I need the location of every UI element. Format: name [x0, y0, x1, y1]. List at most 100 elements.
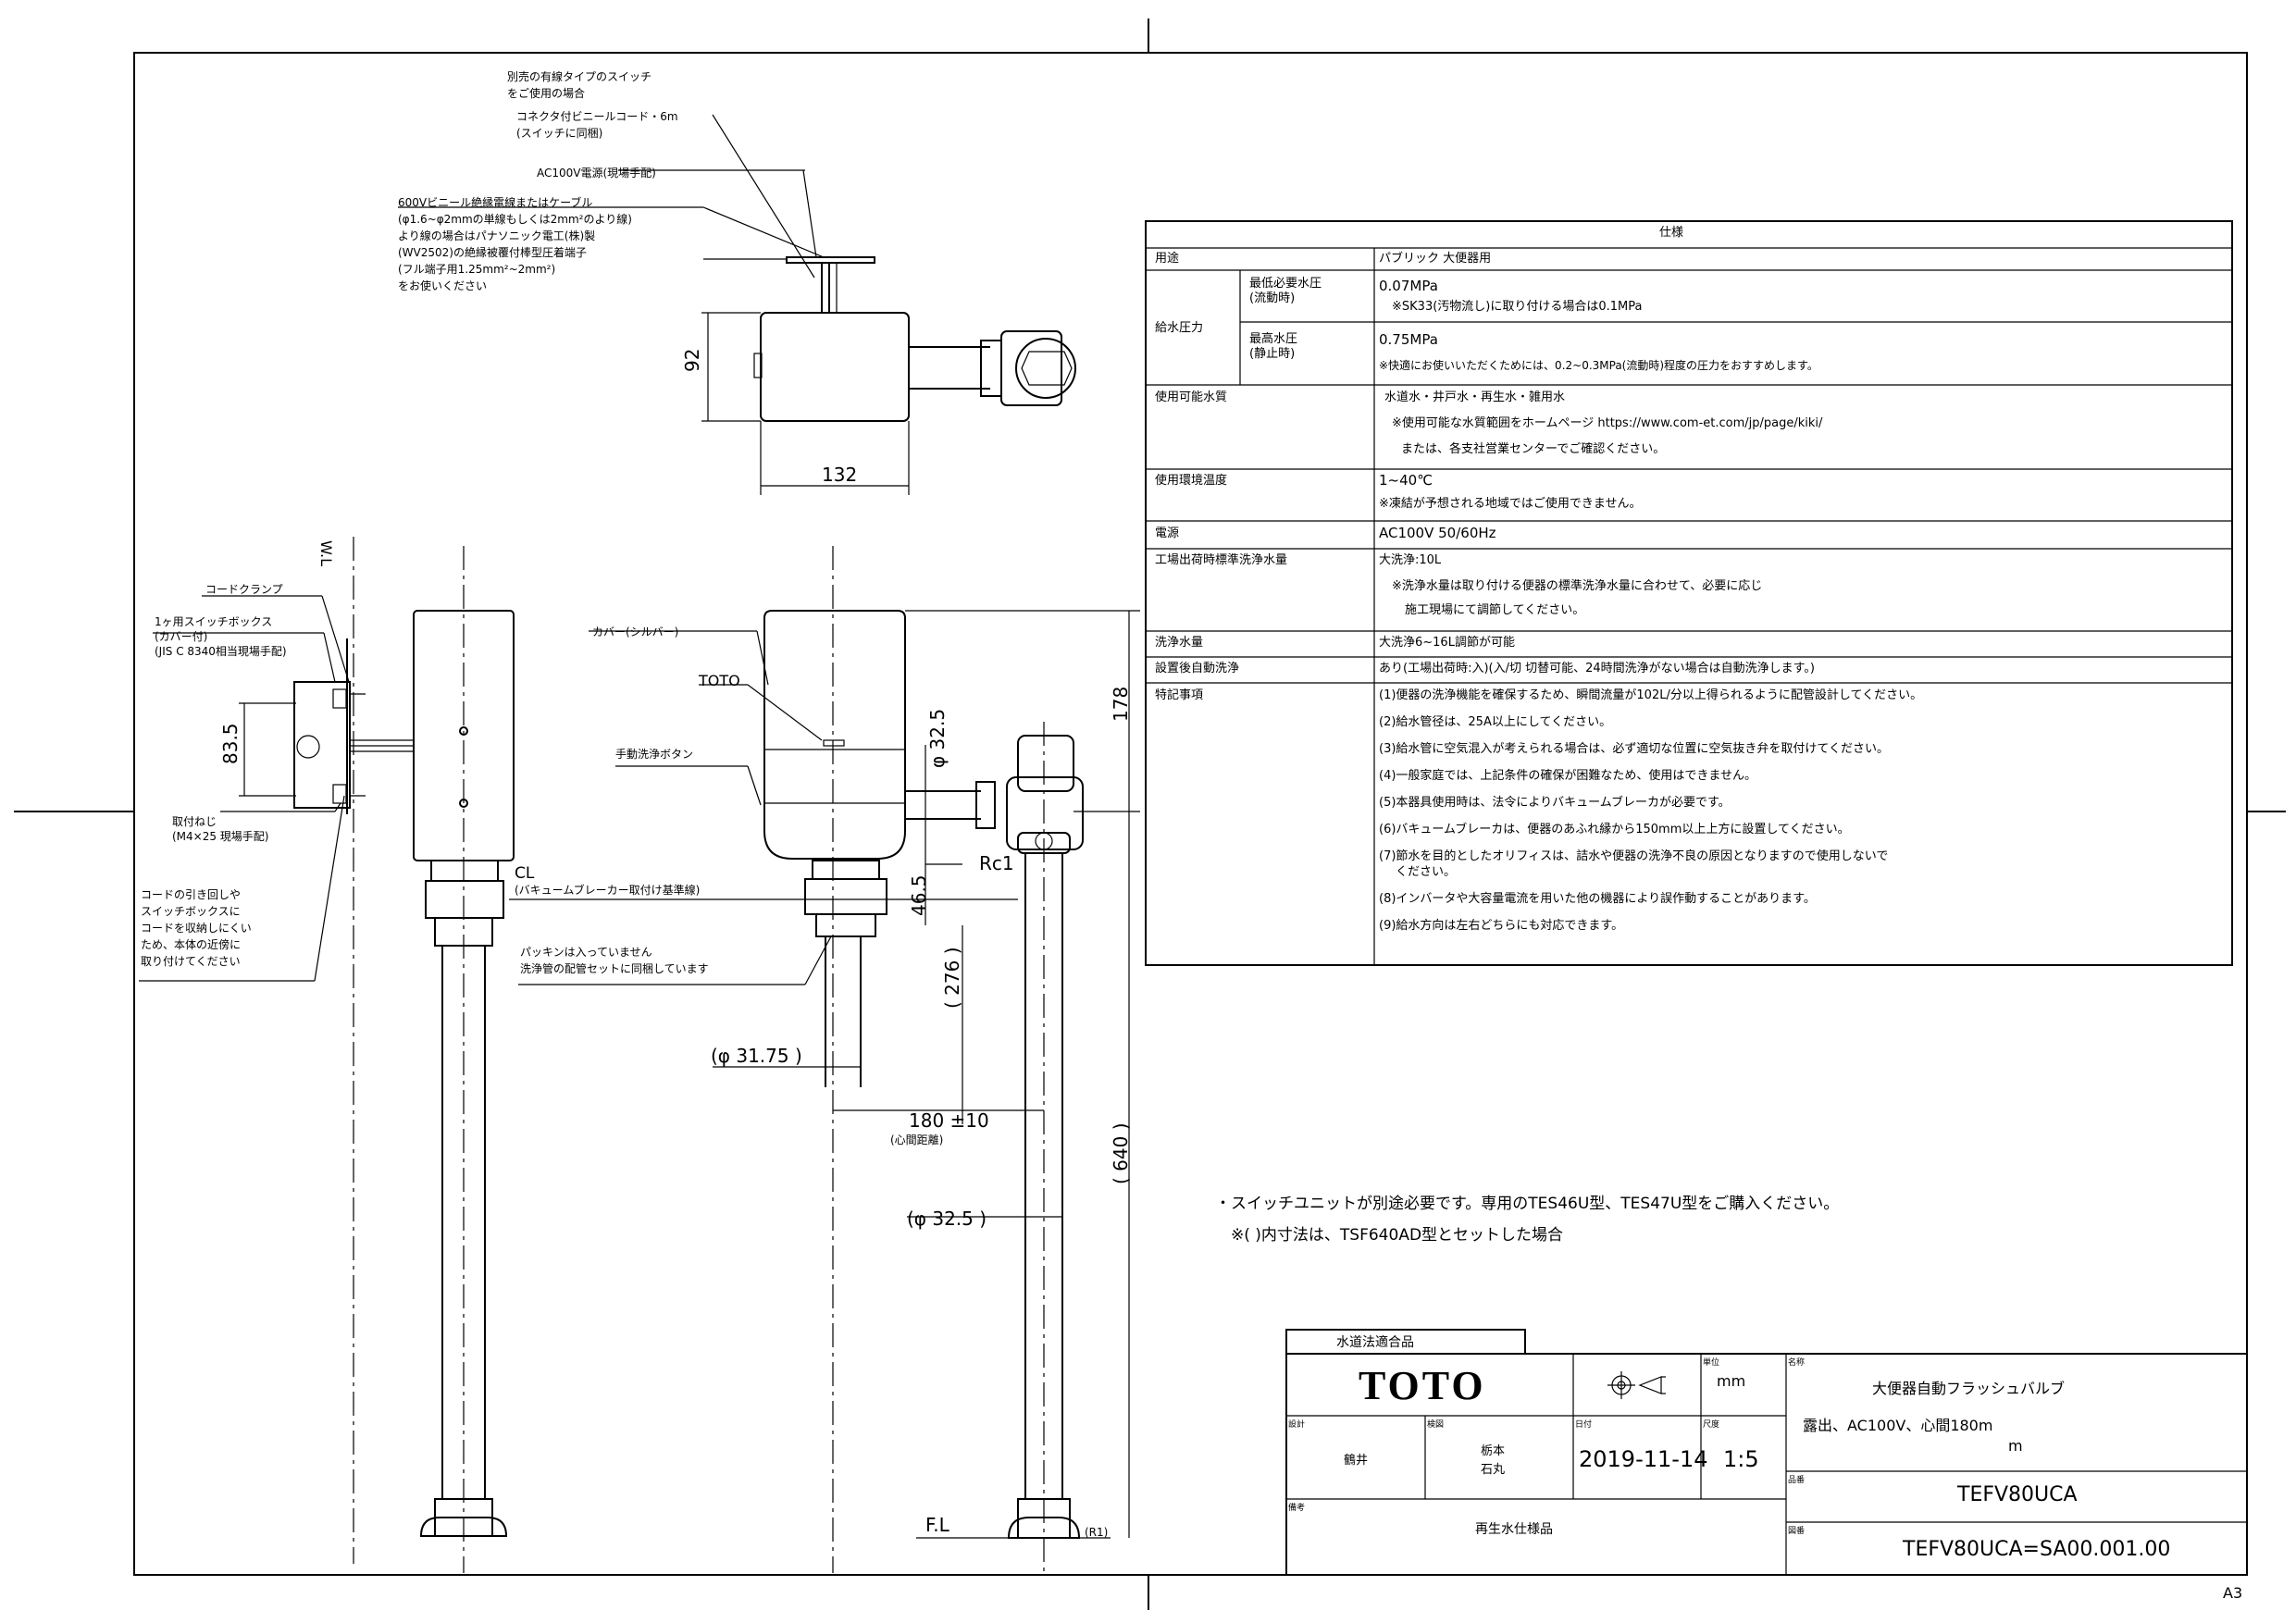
side-view: 92 132 — [398, 114, 1076, 495]
spec-label-usage: 用途 — [1155, 252, 1180, 266]
spec-note-8: (8)インバータや大容量電流を用いた他の機器により誤作動することがあります。 — [1379, 892, 1816, 906]
cable-note-line3: より線の場合はパナソニック電工(株)製 — [398, 229, 596, 242]
side-view-power-note: AC100V電源(現場手配) — [537, 167, 656, 180]
dim-178: 178 — [1110, 687, 1132, 722]
cable-note-line6: をお使いください — [398, 279, 488, 292]
label-fl: F.L — [925, 1514, 950, 1536]
spec-label-notes: 特記事項 — [1155, 688, 1204, 702]
unit-value: mm — [1717, 1372, 1746, 1390]
dim-640: ( 640 ) — [1110, 1123, 1132, 1185]
left-cord-note-line5: 取り付けてください — [141, 955, 241, 968]
sheet-size: A3 — [2223, 1584, 2243, 1602]
unit-label: 単位 — [1703, 1358, 1720, 1368]
packing-line1: パッキンは入っていません — [520, 946, 652, 959]
spec-label-volume: 洗浄水量 — [1155, 636, 1204, 650]
side-view-switch-note: 別売の有線タイプのスイッチ をご使用の場合 — [507, 68, 652, 102]
spec-value-volume: 大洗浄6~16L調節が可能 — [1379, 636, 1515, 650]
screw-line1: 取付ねじ — [172, 815, 217, 828]
dim-465: 46.5 — [908, 874, 930, 916]
spec-value-water-1: 水道水・井戸水・再生水・雑用水 — [1384, 390, 1566, 404]
spec-value-water-3: または、各支社営業センターでご確認ください。 — [1401, 442, 1666, 456]
spec-note-3: (3)給水管に空気混入が考えられる場合は、必ず適切な位置に空気抜き弁を取付けてく… — [1379, 742, 1890, 756]
date-label: 日付 — [1575, 1420, 1593, 1430]
spec-value-min-pressure-note: ※SK33(汚物流し)に取り付ける場合は0.1MPa — [1392, 300, 1643, 314]
spec-value-factory-3: 施工現場にて調節してください。 — [1405, 603, 1585, 617]
dim-3175: (φ 31.75 ) — [711, 1045, 802, 1067]
switch-box-line3: (JIS C 8340相当現場手配) — [155, 645, 287, 658]
toto-logo: TOTO — [1359, 1363, 1486, 1408]
cable-note-line2: (φ1.6~φ2mmの単線もしくは2mm²のより線) — [398, 213, 632, 226]
spec-note-2: (2)給水管径は、25A以上にしてください。 — [1379, 715, 1612, 729]
dim-276: ( 276 ) — [941, 948, 963, 1010]
note-parentheses: ※( )内寸法は、TSF640AD型とセットした場合 — [1231, 1226, 1564, 1245]
dim-180-note: (心間距離) — [890, 1134, 943, 1146]
checker-name-1: 栃本 — [1481, 1444, 1506, 1458]
spec-note-7b: ください。 — [1396, 865, 1457, 879]
dim-180: 180 ±10 — [909, 1109, 989, 1132]
cable-note-line1: 600Vビニール絶縁電線またはケーブル — [398, 196, 593, 209]
vacuum-center-label: CL (バキュームブレーカー取付け基準線) — [515, 865, 700, 898]
left-cord-note-line2: スイッチボックスに — [141, 905, 241, 918]
front-view: 178 φ 32.5 46.5 ( 276 ) ( 640 ) (φ 31.75… — [509, 546, 1140, 1573]
brand-mark-label: TOTO — [699, 672, 740, 689]
left-cord-note-line4: ため、本体の近傍に — [141, 938, 242, 951]
designer-label: 設計 — [1288, 1420, 1306, 1430]
spec-value-factory-1: 大洗浄:10L — [1379, 553, 1442, 567]
spec-value-factory-2: ※洗浄水量は取り付ける便器の標準洗浄水量に合わせて、必要に応じ — [1392, 579, 1763, 593]
left-cord-note-line3: コードを収納しにくい — [141, 922, 252, 935]
spec-note-5: (5)本器具使用時は、法令によりバキュームブレーカが必要です。 — [1379, 796, 1731, 810]
cord-note-line2: (スイッチに同梱) — [516, 127, 603, 140]
side-view-cable-note: 600Vビニール絶縁電線またはケーブル (φ1.6~φ2mmの単線もしくは2mm… — [398, 194, 632, 294]
spec-note-6: (6)バキュームブレーカは、便器のあふれ縁から150mm以上上方に設置してくださ… — [1379, 823, 1850, 836]
remarks-value: 再生水仕様品 — [1475, 1522, 1553, 1537]
screw-label: 取付ねじ (M4×25 現場手配) — [172, 814, 269, 844]
switch-box-line1: 1ヶ用スイッチボックス — [155, 615, 273, 628]
spec-value-temp-2: ※凍結が予想される地域ではご使用できません。 — [1379, 497, 1642, 511]
checker-name-2: 石丸 — [1481, 1463, 1506, 1477]
left-view: 83.5 — [139, 537, 515, 1573]
side-view-cord-note: コネクタ付ビニールコード・6m (スイッチに同梱) — [516, 108, 678, 142]
screw-line2: (M4×25 現場手配) — [172, 830, 269, 843]
cord-note-line1: コネクタ付ビニールコード・6m — [516, 110, 678, 123]
product-name: 大便器自動フラッシュバルブ — [1872, 1380, 2066, 1397]
dim-dia-325-pipe: (φ 32.5 ) — [907, 1208, 987, 1230]
spec-note-1: (1)便器の洗浄機能を確保するため、瞬間流量が102L/分以上得られるように配管… — [1379, 688, 1923, 702]
spec-value-usage: パブリック 大便器用 — [1379, 252, 1492, 266]
title-block-grid — [1285, 1329, 2248, 1576]
spec-value-max-pressure: 0.75MPa — [1379, 331, 1438, 348]
left-cord-note-line1: コードの引き回しや — [141, 888, 241, 901]
spec-sub-max-pressure: 最高水圧 (静止時) — [1249, 332, 1298, 361]
checker-label: 検図 — [1427, 1420, 1445, 1430]
label-r1: (R1) — [1085, 1526, 1108, 1539]
dim-dia-325: φ 32.5 — [926, 709, 949, 768]
spec-label-water: 使用可能水質 — [1155, 390, 1228, 404]
switch-note-line2: をご使用の場合 — [507, 87, 586, 100]
spec-value-temp-1: 1~40℃ — [1379, 472, 1433, 489]
spec-label-auto-flush: 設置後自動洗浄 — [1155, 662, 1240, 675]
vacuum-center-cl: CL — [515, 864, 535, 883]
vacuum-center-note: (バキュームブレーカー取付け基準線) — [515, 884, 701, 897]
cord-clamp-label: コードクランプ — [205, 583, 283, 596]
name-label: 名称 — [1788, 1358, 1806, 1368]
spec-value-max-pressure-note: ※快適にお使いいただくためには、0.2~0.3MPa(流動時)程度の圧力をおすす… — [1379, 359, 1818, 372]
spec-value-power: AC100V 50/60Hz — [1379, 525, 1496, 541]
drawing-no-label: 図番 — [1788, 1527, 1806, 1536]
switch-box-line2: (カバー付) — [155, 630, 208, 643]
note-switch-unit: ・スイッチユニットが別途必要です。専用のTES46U型、TES47U型をご購入く… — [1215, 1195, 1840, 1213]
drawing-no-value: TEFV80UCA=SA00.001.00 — [1903, 1538, 2171, 1561]
model-label: 品番 — [1788, 1476, 1806, 1485]
date-value: 2019-11-14 — [1579, 1446, 1708, 1472]
spec-value-auto-flush: あり(工場出荷時:入)(入/切 切替可能、24時間洗浄がない場合は自動洗浄します… — [1379, 662, 1815, 675]
spec-label-power: 電源 — [1155, 527, 1180, 540]
product-subtitle-1: 露出、AC100V、心間180m — [1803, 1417, 1993, 1434]
left-cord-note: コードの引き回しや スイッチボックスに コードを収納しにくい ため、本体の近傍に… — [141, 886, 252, 970]
cable-note-line5: (フル端子用1.25mm²~2mm²) — [398, 263, 556, 276]
remarks-label: 備考 — [1288, 1504, 1306, 1513]
spec-note-7: (7)節水を目的としたオリフィスは、詰水や便器の洗浄不良の原因となりますので使用… — [1379, 849, 1889, 863]
cable-note-line4: (WV2502)の絶縁被覆付棒型圧着端子 — [398, 246, 587, 259]
dim-side-height: 92 — [681, 349, 703, 372]
dim-box-height: 83.5 — [219, 723, 242, 764]
label-rc1: Rc1 — [979, 852, 1014, 874]
spec-table: 仕様 用途 パブリック 大便器用 給水圧力 最低必要水圧 (流動時) 0.07M… — [1146, 221, 2232, 965]
